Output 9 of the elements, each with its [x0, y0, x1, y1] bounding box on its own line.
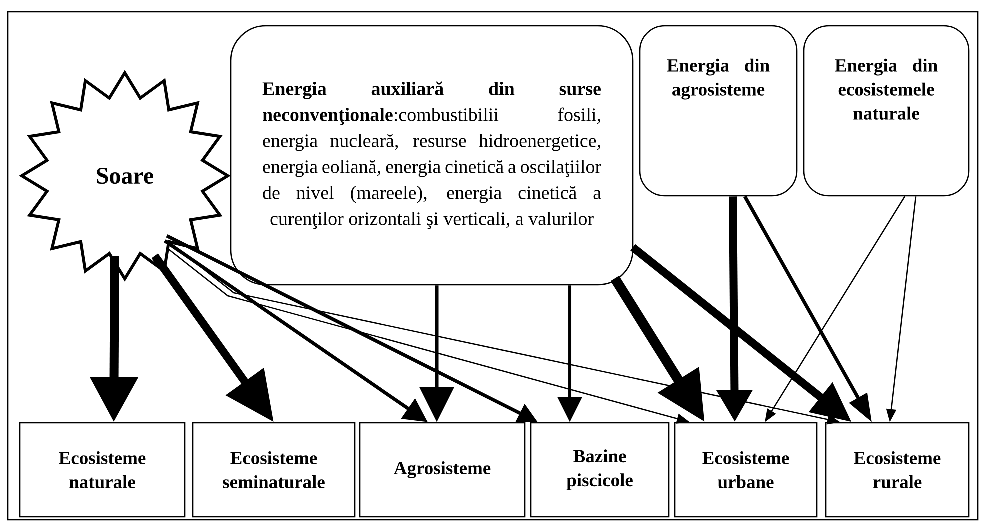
- energy-source-box: Energia din agrosisteme: [639, 25, 798, 197]
- ecosystem-box: Ecosisteme seminaturale: [192, 422, 356, 518]
- ecosystem-box: Ecosisteme rurale: [825, 422, 970, 518]
- ecosystem-box: Agrosisteme: [359, 422, 526, 518]
- energy-source-box: Energia din ecosistemele naturale: [803, 25, 970, 197]
- ecosystem-box: Bazine piscicole: [530, 422, 670, 518]
- ecosystem-box: Ecosisteme urbane: [674, 422, 818, 518]
- energy-source-box: Energia auxiliară din surse neconvenţionale:combustibilii fosili, energia nucleară, resurse hidroenergetice, energia eoliană, energia cinetică a oscilaţiilor de nivel (mareele), energia cinetică a curenţilor orizontali şi verticali, a valurilor: [230, 25, 634, 286]
- ecosystem-box: Ecosisteme naturale: [19, 422, 186, 518]
